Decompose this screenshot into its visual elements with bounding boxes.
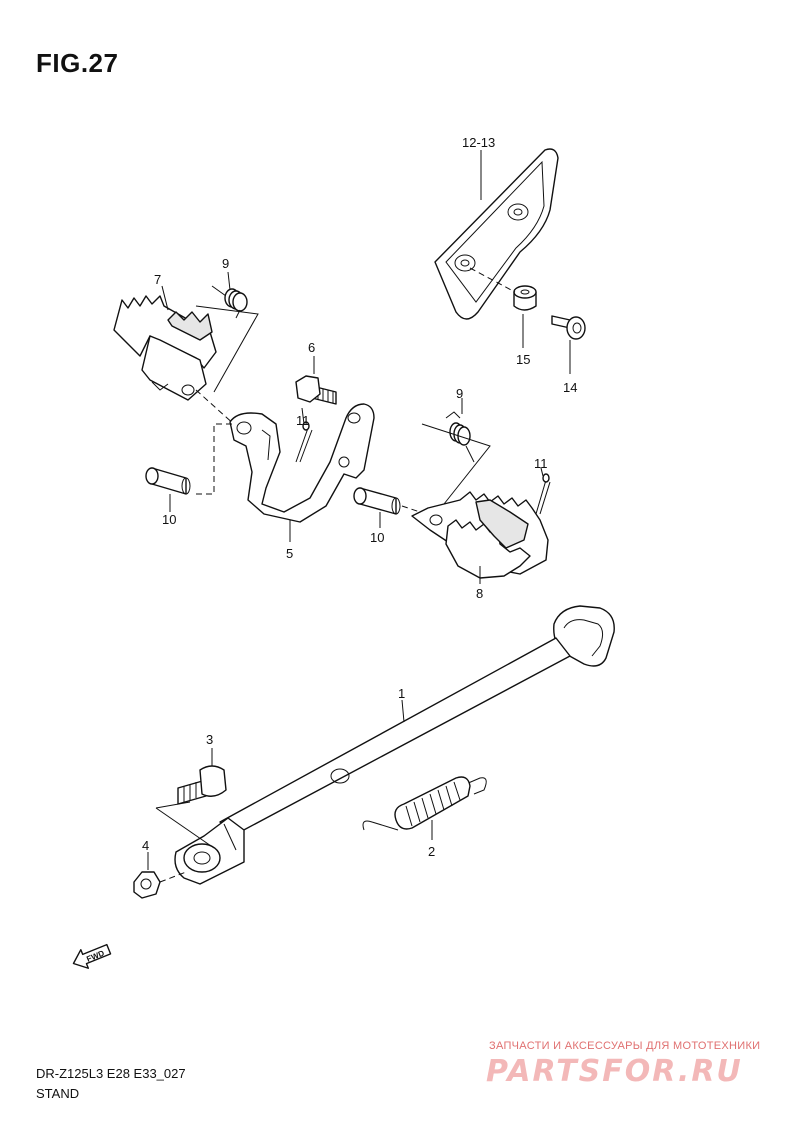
part-11-pin-left[interactable] [295,421,313,463]
part-14-bolt[interactable] [551,315,586,340]
callout-6: 6 [308,340,315,355]
fwd-label: FWD [85,949,105,964]
callout-1: 1 [398,686,405,701]
figure-title: FIG.27 [36,48,119,78]
callout-8: 8 [476,586,483,601]
callout-11-left: 11 [296,413,310,428]
callout-4: 4 [142,838,149,853]
callout-15: 15 [516,352,530,367]
model-code: DR-Z125L3 E28 E33_027 [36,1066,186,1081]
callout-11-right: 11 [534,456,548,471]
part-5-bracket[interactable] [229,403,375,523]
part-9-spring-right[interactable] [445,411,475,463]
watermark-tagline: ЗАПЧАСТИ И АКСЕССУАРЫ ДЛЯ МОТОТЕХНИКИ [489,1040,761,1052]
part-1-side-stand[interactable] [174,605,615,885]
fwd-arrow-icon: FWD [72,943,112,969]
section-name: STAND [36,1086,80,1101]
part-6-bolt[interactable] [295,375,337,405]
callout-10-right: 10 [370,530,384,545]
callout-5: 5 [286,546,293,561]
part-15-collar[interactable] [513,285,537,311]
part-3-pivot-bolt[interactable] [177,765,227,805]
callout-10-left: 10 [162,512,176,527]
callout-9-right: 9 [456,386,463,401]
part-8-footpeg-right[interactable] [411,491,549,579]
callout-7: 7 [154,272,161,287]
part-2-stand-spring[interactable] [362,776,487,831]
part-12-13-guard-plate[interactable] [434,148,559,320]
part-9-spring-left[interactable] [211,285,248,319]
callout-12-13: 12-13 [462,135,495,150]
callout-9-left: 9 [222,256,229,271]
watermark-logo: PARTSFOR.RU [486,1054,743,1089]
part-10-pin-left[interactable] [145,467,191,495]
part-4-nut[interactable] [133,871,161,899]
part-11-pin-right[interactable] [535,473,551,515]
callout-3: 3 [206,732,213,747]
callout-2: 2 [428,844,435,859]
part-10-pin-right[interactable] [353,487,401,515]
part-7-footpeg-left[interactable] [113,295,217,401]
callout-14: 14 [563,380,577,395]
